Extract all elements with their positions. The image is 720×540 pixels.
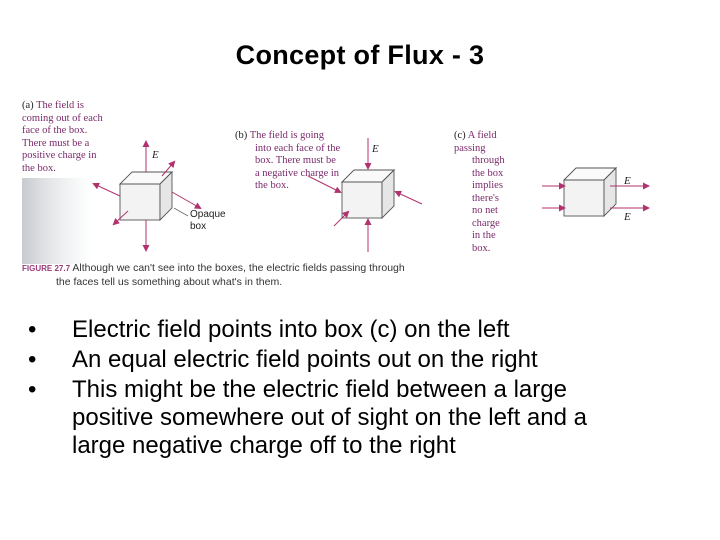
bullet-list: • Electric field points into box (c) on t… [28, 316, 698, 462]
panel-a-label: (a) [22, 100, 34, 111]
box-a-cube [118, 170, 174, 222]
bullet-dot: • [28, 316, 37, 343]
panel-b-line: into each face of the [255, 142, 341, 154]
bullet-text: positive somewhere out of sight on the l… [72, 404, 587, 431]
panel-a-line: There must be a [22, 137, 90, 149]
panel-a-line: the box. [22, 162, 56, 174]
panel-a-line: positive charge in [22, 150, 97, 161]
panel-b-line: a negative charge in [255, 167, 340, 179]
panel-c-line: no net charge [472, 205, 500, 229]
bullet-dot: • [28, 346, 37, 373]
opaque-box-label: box [190, 221, 206, 232]
box-a-field-symbol: E [151, 149, 159, 161]
figure-drawing: E Opaque box E [22, 138, 423, 264]
box-a-field-arrows [92, 140, 202, 252]
panel-c-line: implies there's [472, 180, 503, 204]
panel-b-line: The field is going [249, 130, 325, 141]
panel-c-line: through the box [472, 155, 505, 179]
bullet-text: This might be the electric field between… [72, 376, 567, 403]
panel-c-label: (c) [454, 130, 466, 141]
panel-b-line: the box. [255, 180, 289, 191]
bullet-text: An equal electric field points out on th… [72, 346, 538, 373]
box-b-field-arrows [307, 138, 423, 252]
box-c-field-symbol: E [623, 211, 631, 223]
caption-text: the faces tell us something about what's… [56, 275, 283, 288]
panel-c-line: A field passing [454, 130, 497, 154]
figure-caption: FIGURE 27.7 Although we can't see into t… [22, 262, 442, 288]
bullet-item: • Electric field points into box (c) on t… [28, 316, 698, 344]
box-c-field-symbol: E [623, 175, 631, 187]
slide-title: Concept of Flux - 3 [235, 40, 485, 70]
panel-a-line: The field is [36, 100, 84, 111]
opaque-box-label: Opaque [190, 209, 226, 220]
panel-b-label: (b) [235, 130, 248, 141]
box-b-field-symbol: E [371, 143, 379, 155]
box-c-cube [562, 166, 618, 218]
panel-c-line: in the box. [472, 230, 496, 254]
bullet-text: large negative charge off to the right [72, 432, 456, 459]
caption-text: Although we can't see into the boxes, th… [72, 262, 405, 274]
panel-b-description: (b) The field is going into each face of… [235, 130, 340, 193]
box-c-drawing: E E [542, 166, 650, 223]
bullet-text: Electric field points into box (c) on th… [72, 316, 510, 343]
bullet-dot: • [28, 376, 37, 403]
panel-a-line: face of the box. [22, 125, 88, 136]
panel-a-description: (a) The field is coming out of each face… [22, 100, 103, 175]
panel-b-line: box. There must be [255, 155, 336, 166]
bullet-item: • This might be the electric field betwe… [28, 376, 698, 460]
figure-number: FIGURE 27.7 [22, 264, 71, 273]
bullet-item: • An equal electric field points out on t… [28, 346, 698, 374]
panel-a-line: coming out of each [22, 112, 103, 124]
panel-c-description: (c) A field passing through the box impl… [454, 130, 505, 255]
scan-smudge [22, 178, 92, 264]
box-c-field-arrows [542, 182, 650, 212]
figure-drawing-c [322, 96, 442, 266]
textbook-figure: (a) The field is coming out of each face… [22, 96, 505, 292]
